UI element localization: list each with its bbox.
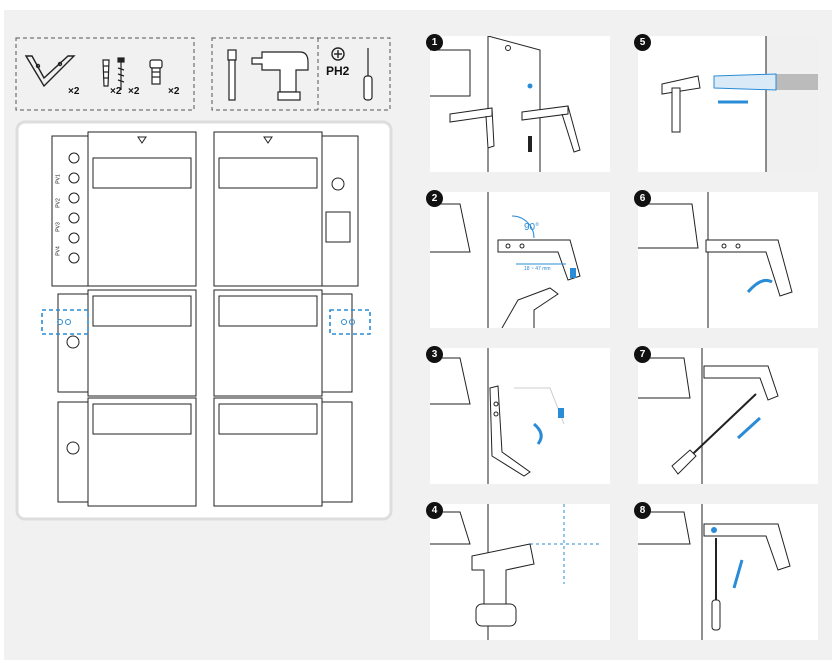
step-6-panel: 6 <box>634 190 818 328</box>
pv-label-4: PV4 <box>55 246 62 256</box>
pv-connectors <box>68 152 80 264</box>
step-4-number: 4 <box>426 502 443 519</box>
bracket-icon <box>24 55 76 88</box>
mount-screw-qty: ×2 <box>168 86 180 97</box>
step-8-number: 8 <box>634 502 651 519</box>
battery-stack-left <box>51 131 197 507</box>
step-6-number: 6 <box>634 190 651 207</box>
phillips-icon <box>331 47 345 61</box>
step-3-panel: 3 <box>426 346 610 484</box>
step-2-panel: 2 90° 18 ~ 47 mm <box>426 190 610 328</box>
screw-qty: ×2 <box>128 86 140 97</box>
step-4-art <box>430 504 600 640</box>
parts-box <box>15 37 195 111</box>
pv-label-2: PV2 <box>55 198 62 208</box>
step-7-panel: 7 <box>634 346 818 484</box>
step-3-number: 3 <box>426 346 443 363</box>
step-2-number: 2 <box>426 190 443 207</box>
step-8-panel: 8 <box>634 502 818 640</box>
step-1-number: 1 <box>426 34 443 51</box>
screw-icon <box>117 57 125 90</box>
drill-icon <box>251 51 309 101</box>
step-5-art <box>661 36 818 172</box>
battery-stack-right <box>213 131 359 507</box>
tools-box <box>211 37 391 111</box>
pv-label-3: PV3 <box>55 222 62 232</box>
step-7-number: 7 <box>634 346 651 363</box>
step-3-art <box>430 348 565 484</box>
step-2-range: 18 ~ 47 mm <box>524 266 551 272</box>
driver-label: PH2 <box>326 64 350 78</box>
step-5-number: 5 <box>634 34 651 51</box>
pv-label-1: PV1 <box>55 174 62 184</box>
mount-point-left <box>41 309 89 335</box>
wall-anchor-icon <box>102 59 110 87</box>
step-2-angle: 90° <box>524 222 540 233</box>
step-2-art <box>430 192 581 328</box>
step-8-art <box>638 504 791 640</box>
mount-screw-icon <box>149 59 163 85</box>
screwdriver-icon <box>363 48 373 101</box>
drill-bit-icon <box>227 49 237 101</box>
step-5-panel: 5 <box>634 34 818 172</box>
step-7-art <box>638 348 779 484</box>
step-1-art <box>430 36 581 172</box>
anchor-qty: ×2 <box>110 86 122 97</box>
bracket-qty: ×2 <box>68 86 80 97</box>
step-1-panel: 1 <box>426 34 610 172</box>
step-6-art <box>638 192 793 328</box>
step-4-panel: 4 <box>426 502 610 640</box>
mount-point-right <box>329 309 371 335</box>
